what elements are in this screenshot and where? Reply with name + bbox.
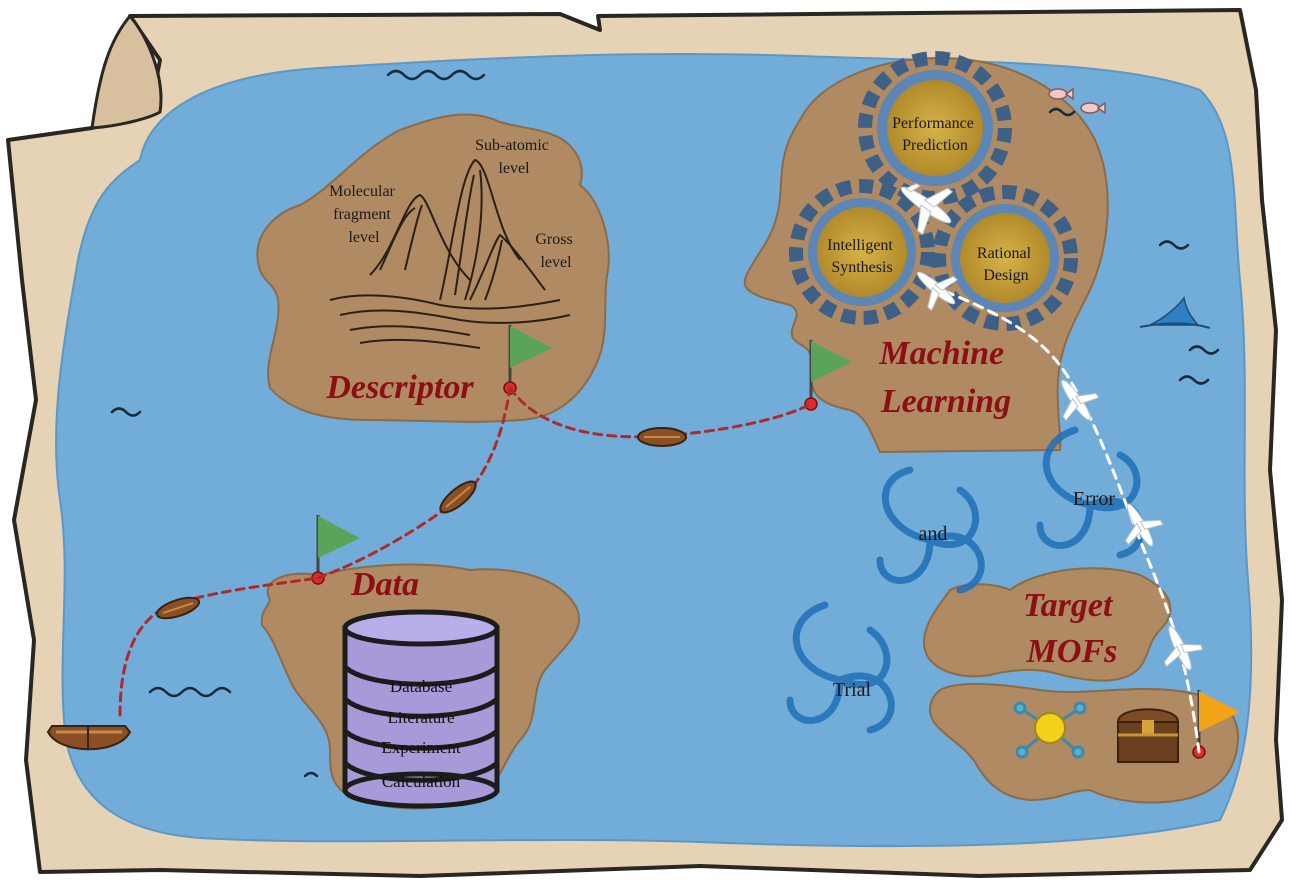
intelligent-synthesis-label: Intelligent Synthesis bbox=[827, 237, 897, 276]
subatomic-label: Sub-atomic level bbox=[475, 137, 553, 177]
rational-design-label: Rational Design bbox=[977, 245, 1035, 284]
database-layer-2: Literature bbox=[387, 708, 454, 727]
flag-icon bbox=[1197, 690, 1240, 752]
data-island: Data Database Literature Experiment Calc… bbox=[260, 515, 581, 810]
database-icon bbox=[342, 609, 500, 809]
gear-icon-design bbox=[932, 185, 1078, 331]
target-mofs-island: Target MOFs bbox=[923, 567, 1240, 804]
data-title: Data bbox=[350, 566, 419, 603]
gross-level-label: Gross level bbox=[535, 231, 576, 271]
flag-icon bbox=[508, 325, 552, 388]
whirlpool-and-label: and bbox=[919, 523, 948, 545]
target-mofs-title: Target MOFs bbox=[1023, 587, 1121, 670]
performance-prediction-label: Performance Prediction bbox=[892, 115, 978, 154]
flag-icon bbox=[316, 515, 360, 578]
mountain-icon bbox=[329, 158, 571, 349]
airplane-icon bbox=[900, 183, 1204, 671]
mof-structure-icon bbox=[1013, 701, 1087, 759]
database-layer-3: Experiment bbox=[381, 738, 461, 757]
gear-icon-synthesis bbox=[789, 179, 935, 325]
route-descriptor-to-ml bbox=[508, 386, 813, 439]
target-island-upper bbox=[923, 567, 1172, 682]
boat-icon bbox=[637, 427, 687, 447]
descriptor-island: Molecular fragment level Sub-atomic leve… bbox=[256, 113, 610, 423]
molecular-fragment-label: Molecular fragment level bbox=[329, 183, 399, 246]
wave-marks bbox=[110, 69, 1220, 778]
whirlpool-trial-label: Trial bbox=[833, 679, 872, 701]
boat-icon bbox=[439, 480, 477, 514]
shark-fin-icon bbox=[1139, 296, 1211, 329]
fish-icon bbox=[1048, 87, 1106, 115]
whirlpool-error-label: Error bbox=[1073, 488, 1116, 510]
gear-icon-performance bbox=[858, 51, 1012, 205]
boat-icon bbox=[46, 725, 132, 751]
machine-learning-title: Machine Learning bbox=[878, 335, 1012, 420]
boat-icon bbox=[155, 596, 201, 620]
database-layer-4: Calculation bbox=[382, 772, 461, 791]
treasure-chest-icon bbox=[1116, 708, 1180, 763]
flag-icon bbox=[809, 340, 852, 404]
whirlpool-icon bbox=[786, 426, 1145, 734]
descriptor-title: Descriptor bbox=[325, 369, 474, 406]
database-layer-1: Database bbox=[390, 677, 452, 696]
scroll-curl bbox=[90, 13, 163, 130]
machine-learning-waypoint bbox=[804, 397, 818, 411]
machine-learning-island: Performance Prediction Intelligent Synth… bbox=[743, 51, 1109, 454]
